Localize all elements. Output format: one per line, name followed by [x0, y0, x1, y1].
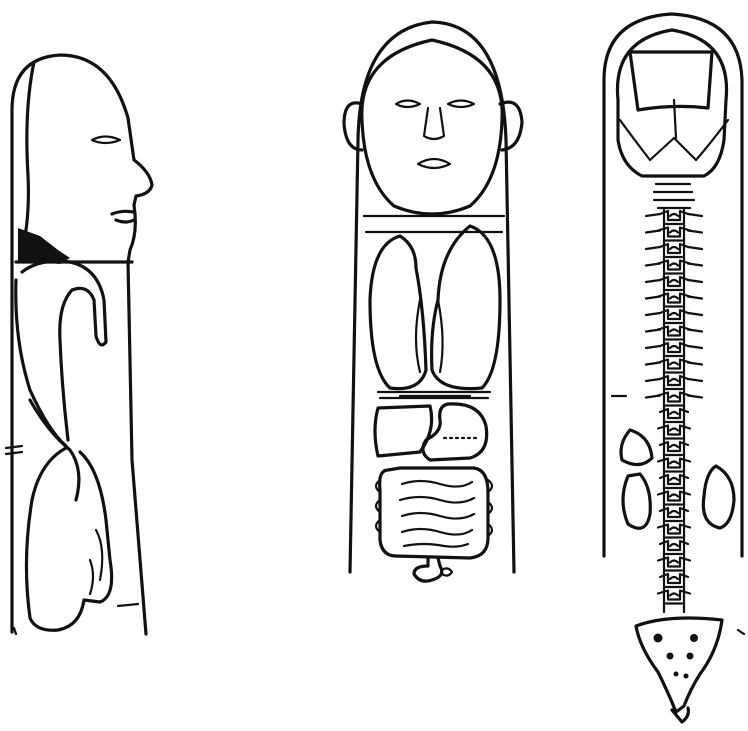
skeleton-view-figure [604, 14, 744, 722]
skeleton-sacrum-hole [687, 653, 694, 660]
front-nose [424, 108, 444, 139]
side-knee-detail [90, 530, 102, 594]
front-face-outline [362, 40, 502, 214]
front-view-figure [344, 22, 522, 581]
skeleton-sacrum-hole [674, 672, 679, 677]
front-heart [416, 300, 443, 372]
front-intestine-bumps [376, 480, 492, 536]
side-view-figure [6, 55, 152, 634]
front-diaphragm [378, 392, 490, 398]
vertebra [658, 492, 690, 505]
side-neck-hatch [18, 228, 70, 264]
front-left-eye [396, 101, 420, 108]
vertebra [658, 360, 690, 373]
vertebra [658, 228, 690, 241]
side-head-back-line [22, 62, 34, 250]
vertebra [658, 459, 690, 472]
front-mouth [418, 159, 450, 168]
vertebra [658, 327, 690, 340]
vertebra [658, 525, 690, 538]
skeleton-right-hip [703, 466, 734, 528]
side-tick-marks [6, 446, 22, 454]
skeleton-sacrum-hole [654, 634, 663, 643]
side-finger-outline [12, 55, 152, 634]
vertebra [658, 591, 690, 604]
vertebra [658, 393, 690, 406]
skeleton-face-box [630, 52, 712, 110]
front-small-intestine [400, 481, 474, 547]
vertebra [658, 294, 690, 307]
skeleton-spine [646, 210, 702, 612]
skeleton-cervical [654, 184, 694, 208]
skeleton-sacrum-hole [667, 653, 674, 660]
front-rectum [414, 558, 442, 581]
side-mouth [112, 211, 134, 222]
vertebra [658, 426, 690, 439]
front-bladder [442, 568, 452, 575]
skeleton-sacrum-hole [684, 674, 689, 679]
skeleton-cheek-lines [620, 100, 728, 160]
vertebra [658, 558, 690, 571]
side-upper-limb [16, 261, 106, 446]
skeleton-left-hip [623, 474, 650, 528]
skeleton-sacrum-hole [690, 634, 698, 642]
side-eye [92, 137, 120, 144]
skeleton-left-kidney [621, 430, 652, 465]
vertebra [658, 261, 690, 274]
front-right-eye [448, 101, 474, 108]
skeleton-sacrum [636, 618, 722, 712]
